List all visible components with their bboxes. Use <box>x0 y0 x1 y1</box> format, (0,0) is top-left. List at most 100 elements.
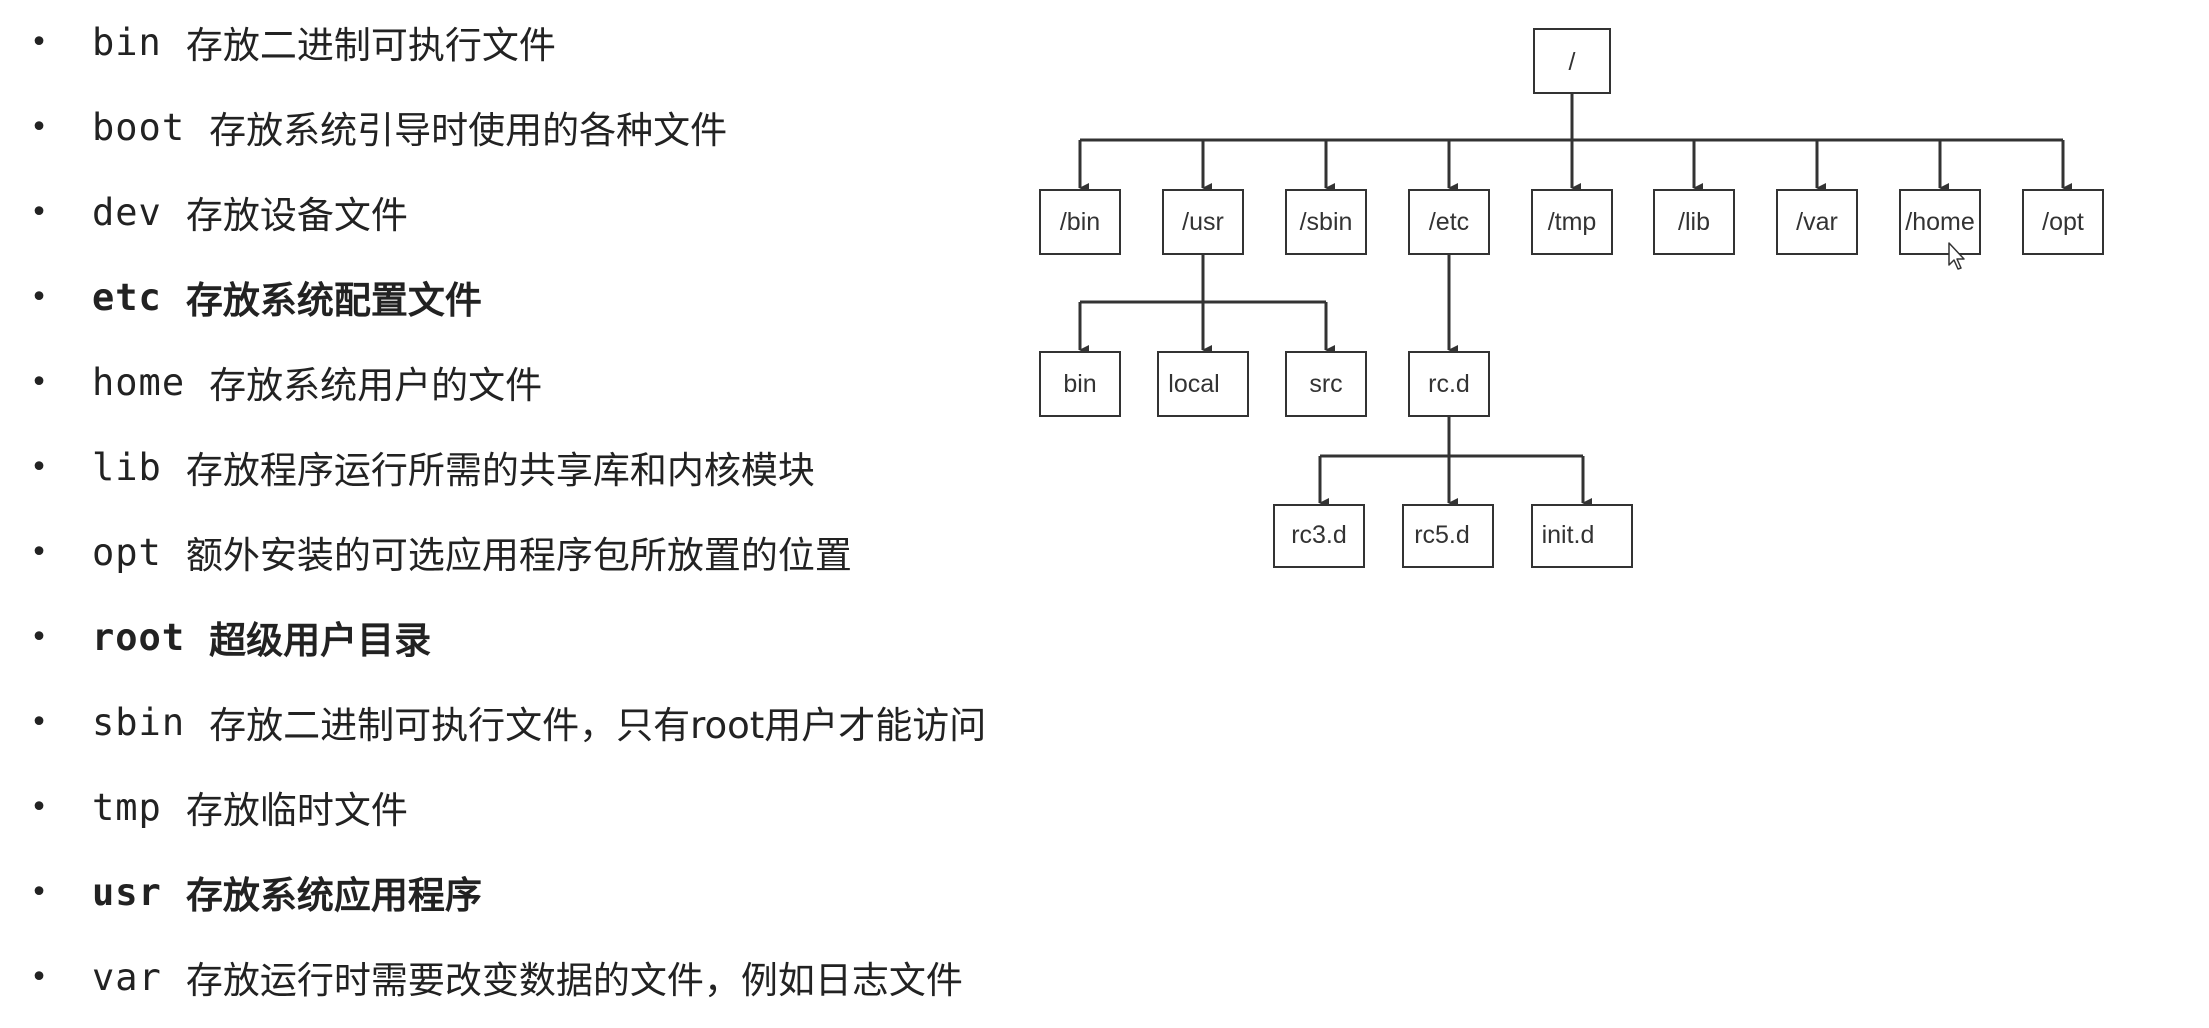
dir-description: 存放系统配置文件 <box>185 279 482 322</box>
rcd-connectors <box>1318 416 1592 508</box>
node-label: init.d <box>1542 521 1595 549</box>
bullet-icon: • <box>30 789 49 825</box>
bullet-icon: • <box>30 279 49 315</box>
node-box <box>1776 189 1858 255</box>
node-box <box>1285 351 1367 417</box>
tree-node-usr-bin: bin <box>1039 351 1121 417</box>
node-box <box>1273 504 1365 568</box>
dir-description: 存放程序运行所需的共享库和内核模块 <box>185 449 815 492</box>
dir-name: etc <box>92 275 162 319</box>
dir-name: boot <box>92 105 186 149</box>
usr-connectors <box>1078 254 1335 355</box>
dir-name: var <box>92 955 162 999</box>
dir-description: 存放临时文件 <box>185 789 408 832</box>
dir-name: home <box>92 360 186 404</box>
node-label: / <box>1569 48 1576 76</box>
node-label: local <box>1168 370 1219 398</box>
list-item-home: • home 存放系统用户的文件 <box>30 352 542 412</box>
node-label: /etc <box>1429 208 1469 236</box>
tree-node-usr: /usr <box>1162 189 1244 255</box>
bullet-icon: • <box>30 619 49 655</box>
bullet-icon: • <box>30 364 49 400</box>
bullet-icon: • <box>30 959 49 995</box>
node-label: /home <box>1905 208 1974 236</box>
list-item-sbin: • sbin 存放二进制可执行文件，只有root用户才能访问 <box>30 692 986 752</box>
node-label: /var <box>1796 208 1838 236</box>
node-label: rc5.d <box>1414 521 1470 549</box>
dir-name: root <box>92 615 186 659</box>
node-box <box>1653 189 1735 255</box>
dir-description: 存放系统应用程序 <box>185 874 482 917</box>
bullet-icon: • <box>30 24 49 60</box>
mouse-pointer-icon <box>1948 242 1965 270</box>
dir-name: sbin <box>92 700 186 744</box>
node-box <box>1285 189 1367 255</box>
list-item-lib: • lib 存放程序运行所需的共享库和内核模块 <box>30 437 815 497</box>
tree-node-rcd: rc.d <box>1408 351 1490 417</box>
dir-name: tmp <box>92 785 162 829</box>
node-box <box>1157 351 1249 417</box>
bullet-icon: • <box>30 194 49 230</box>
list-item-dev: • dev 存放设备文件 <box>30 182 408 242</box>
root-connectors <box>1078 93 2072 193</box>
node-box <box>1408 189 1490 255</box>
dir-description: 存放设备文件 <box>185 194 408 237</box>
dir-name: lib <box>92 445 162 489</box>
node-box <box>1531 504 1633 568</box>
list-item-opt: • opt 额外安装的可选应用程序包所放置的位置 <box>30 522 852 582</box>
list-item-var: • var 存放运行时需要改变数据的文件，例如日志文件 <box>30 947 963 1007</box>
node-box <box>1402 504 1494 568</box>
list-item-etc: • etc 存放系统配置文件 <box>30 267 482 327</box>
dir-description: 额外安装的可选应用程序包所放置的位置 <box>185 534 852 577</box>
list-item-boot: • boot 存放系统引导时使用的各种文件 <box>30 97 727 157</box>
node-box <box>1533 28 1611 94</box>
list-item-bin: • bin 存放二进制可执行文件 <box>30 12 556 72</box>
tree-node-lib: /lib <box>1653 189 1735 255</box>
bullet-icon: • <box>30 534 49 570</box>
tree-node-usr-local: local <box>1157 351 1249 417</box>
dir-name: usr <box>92 870 162 914</box>
node-label: rc3.d <box>1291 521 1347 549</box>
node-box <box>1408 351 1490 417</box>
node-box <box>2022 189 2104 255</box>
node-label: src <box>1309 370 1342 398</box>
node-label: /sbin <box>1300 208 1353 236</box>
bullet-icon: • <box>30 704 49 740</box>
list-item-root: • root 超级用户目录 <box>30 607 431 667</box>
tree-node-etc: /etc <box>1408 189 1490 255</box>
node-box <box>1039 351 1121 417</box>
tree-node-initd: init.d <box>1531 504 1633 568</box>
node-label: /tmp <box>1548 208 1597 236</box>
tree-node-usr-src: src <box>1285 351 1367 417</box>
tree-node-sbin: /sbin <box>1285 189 1367 255</box>
node-box <box>1899 189 1981 255</box>
tree-node-var: /var <box>1776 189 1858 255</box>
tree-node-bin: /bin <box>1039 189 1121 255</box>
dir-description: 存放系统引导时使用的各种文件 <box>209 109 728 152</box>
node-box <box>1531 189 1613 255</box>
list-item-tmp: • tmp 存放临时文件 <box>30 777 408 837</box>
dir-description: 超级用户目录 <box>209 619 432 662</box>
list-item-usr: • usr 存放系统应用程序 <box>30 862 482 922</box>
tree-node-rc5d: rc5.d <box>1402 504 1494 568</box>
dir-description: 存放二进制可执行文件，只有root用户才能访问 <box>209 704 987 747</box>
bullet-icon: • <box>30 109 49 145</box>
dir-name: opt <box>92 530 162 574</box>
tree-node-home: /home <box>1899 189 1981 255</box>
node-label: /lib <box>1678 208 1710 236</box>
tree-node-rc3d: rc3.d <box>1273 504 1365 568</box>
node-label: /usr <box>1182 208 1224 236</box>
dir-name: bin <box>92 20 162 64</box>
node-label: /opt <box>2042 208 2084 236</box>
node-label: /bin <box>1060 208 1100 236</box>
dir-description: 存放运行时需要改变数据的文件，例如日志文件 <box>185 959 963 1002</box>
bullet-icon: • <box>30 874 49 910</box>
tree-node-opt: /opt <box>2022 189 2104 255</box>
node-label: rc.d <box>1428 370 1470 398</box>
tree-node-tmp: /tmp <box>1531 189 1613 255</box>
tree-node-root: / <box>1533 28 1611 94</box>
bullet-icon: • <box>30 449 49 485</box>
dir-name: dev <box>92 190 162 234</box>
node-label: bin <box>1063 370 1096 398</box>
